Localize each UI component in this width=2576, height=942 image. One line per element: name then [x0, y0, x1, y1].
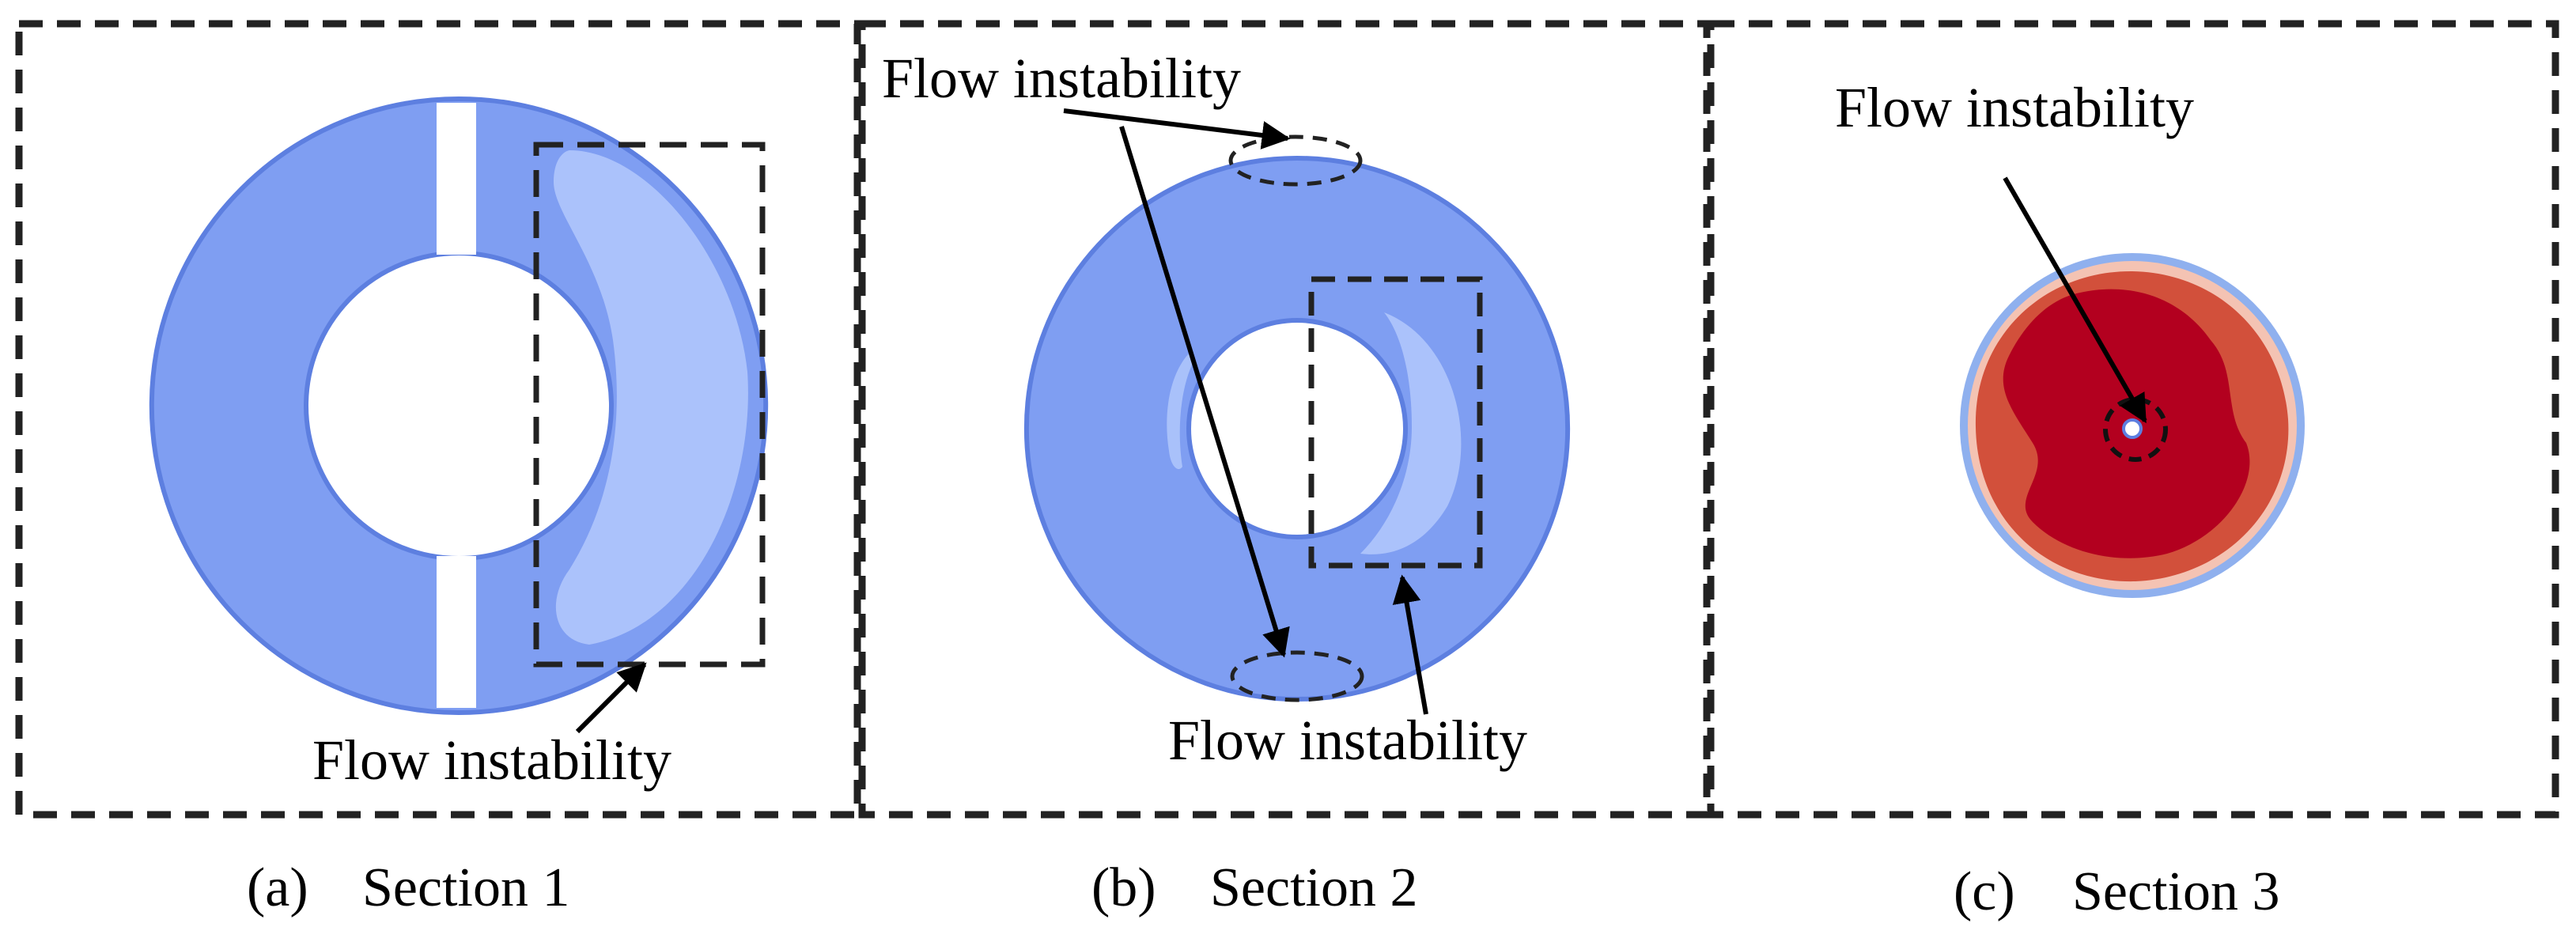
caption-b-text: Section 2: [1210, 857, 1417, 918]
section-2-top-annotation: Flow instability: [882, 47, 1241, 110]
section-2-annulus: [1024, 155, 1570, 702]
section-2-top-arrow-a: [1063, 108, 1291, 149]
panel-b-frame: [858, 20, 1711, 819]
caption-a-label: (a): [247, 857, 308, 918]
caption-b-label: (b): [1091, 857, 1156, 918]
section-2-bottom-annotation: Flow instability: [1168, 709, 1527, 772]
caption-c-label: (c): [1954, 861, 2015, 922]
section-2-focus-box: [1308, 276, 1483, 569]
section-1-arrow: [575, 662, 647, 734]
section-2-top-arrow-b: [1119, 126, 1290, 658]
panel-c-frame: [1707, 20, 2559, 819]
section-3-annotation: Flow instability: [1835, 76, 2194, 139]
caption-a-text: Section 1: [362, 857, 569, 918]
section-2-left-highlight: [1167, 352, 1194, 470]
section-1-annulus: [149, 96, 768, 716]
panel-a: Flow instability: [15, 20, 861, 819]
section-3-contour: [1960, 253, 2305, 598]
section-1-highlight-region: [554, 150, 748, 645]
section-3-arrow: [2003, 176, 2147, 424]
panel-c: Flow instability: [1707, 20, 2559, 819]
caption-c: (c) Section 3: [1954, 861, 2279, 922]
section-2-ring: [1024, 155, 1570, 702]
section-2-bottom-ellipse: [1230, 650, 1364, 702]
section-2-top-ellipse: [1228, 134, 1363, 187]
caption-a: (a) Section 1: [247, 857, 569, 918]
section-3-focus-circle: [2103, 397, 2168, 462]
section-1-bottom-slot: [437, 556, 476, 708]
section-3-center-marker: [2122, 418, 2143, 439]
panel-a-frame: [15, 20, 861, 819]
caption-b: (b) Section 2: [1091, 857, 1417, 918]
section-1-annotation: Flow instability: [312, 728, 671, 792]
panel-b: Flow instability Flow instability: [858, 20, 1711, 819]
section-2-highlight-region: [1360, 312, 1462, 554]
section-1-top-slot: [437, 103, 476, 255]
section-2-bottom-arrow: [1392, 574, 1428, 715]
caption-c-text: Section 3: [2072, 861, 2279, 922]
